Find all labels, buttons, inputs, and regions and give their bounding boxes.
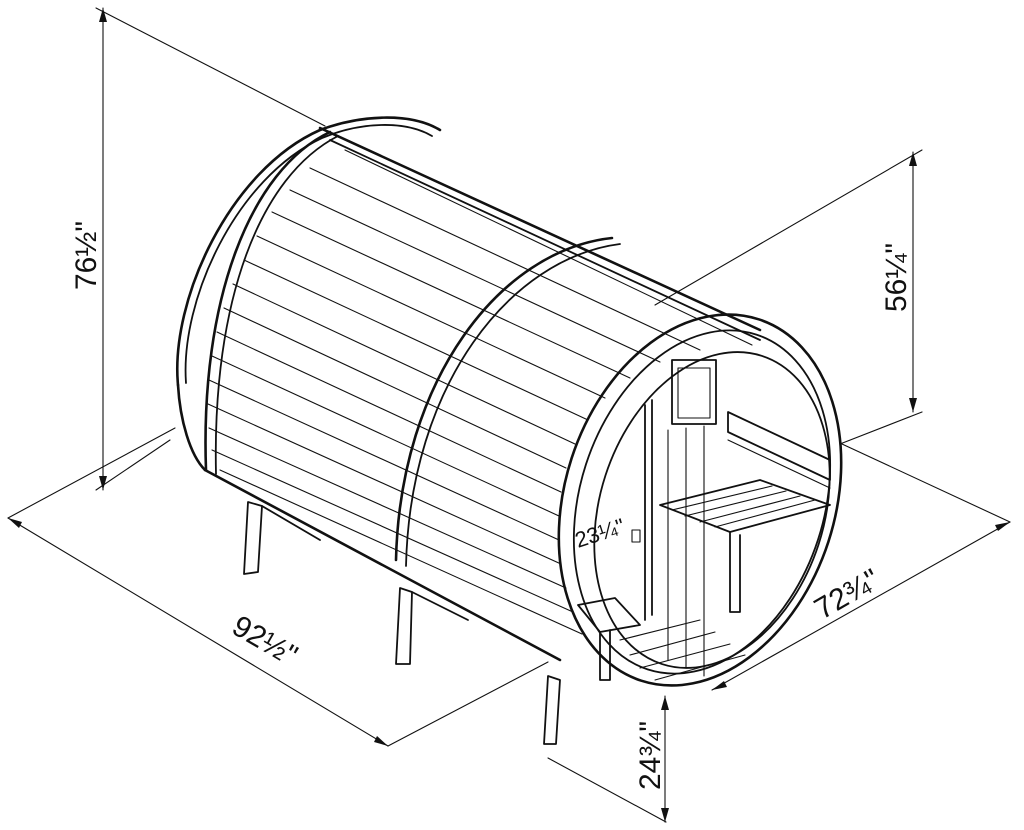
interior-height-label: 56¼" xyxy=(880,243,913,312)
floor-height-label: 24¾" xyxy=(634,721,667,790)
interior xyxy=(577,359,831,681)
dimension-lines xyxy=(7,7,1011,823)
barrel-staves xyxy=(207,149,753,635)
support-legs xyxy=(243,501,561,745)
lower-bench xyxy=(577,597,641,681)
overall-height-label: 76½" xyxy=(70,221,103,290)
length-label: 92½" xyxy=(227,609,303,672)
dimension-labels: 76½" 56¼" 92½" 72¾" 24¾" 23¼" xyxy=(70,221,913,790)
door-width-label: 23¼" xyxy=(572,513,628,552)
width-label: 72¾" xyxy=(809,563,885,626)
barrel-body xyxy=(175,116,843,687)
barrel-bands xyxy=(204,130,621,567)
upper-bench xyxy=(659,411,831,613)
